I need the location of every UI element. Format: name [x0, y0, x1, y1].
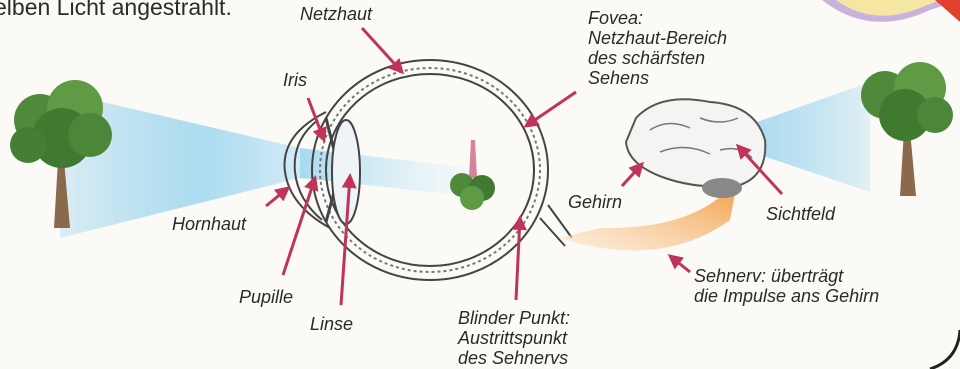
label-fovea-line-4: Sehens: [588, 68, 727, 88]
label-iris: Iris: [283, 70, 307, 90]
label-blinder-punkt-line-1: Blinder Punkt:: [458, 308, 570, 328]
label-fovea-line-2: Netzhaut-Bereich: [588, 28, 727, 48]
arrow-hornhaut: [266, 188, 288, 206]
label-netzhaut: Netzhaut: [300, 4, 372, 24]
label-fovea-line-3: des schärfsten: [588, 48, 727, 68]
label-fovea-line-1: Fovea:: [588, 8, 727, 28]
label-pupille: Pupille: [239, 287, 293, 307]
retina-inverted-tree-icon: [450, 140, 495, 210]
brain-icon: [626, 99, 765, 198]
arrow-iris: [308, 98, 324, 140]
label-linse: Linse: [310, 314, 353, 334]
label-blinder-punkt: Blinder Punkt: Austrittspunkt des Sehner…: [458, 308, 570, 368]
label-blinder-punkt-line-3: des Sehnervs: [458, 348, 570, 368]
tree-right-icon: [861, 62, 953, 196]
label-fovea: Fovea: Netzhaut-Bereich des schärfsten S…: [588, 8, 727, 88]
page-corner-curve: [930, 330, 960, 369]
arrow-fovea: [526, 92, 576, 126]
label-gehirn: Gehirn: [568, 192, 622, 212]
label-sehnerv-line-2: die Impulse ans Gehirn: [694, 286, 879, 306]
rainbow-lens-fragment: [822, 0, 960, 22]
label-sehnerv-line-1: Sehnerv: überträgt: [694, 266, 879, 286]
arrow-gehirn: [622, 164, 642, 186]
label-blinder-punkt-line-2: Austrittspunkt: [458, 328, 570, 348]
label-sichtfeld: Sichtfeld: [766, 204, 835, 224]
label-hornhaut: Hornhaut: [172, 214, 246, 234]
arrow-pupille: [283, 178, 315, 275]
arrow-sehnerv: [670, 256, 690, 272]
arrow-blinder-punkt: [516, 218, 520, 300]
label-sehnerv: Sehnerv: überträgt die Impulse ans Gehir…: [694, 266, 879, 306]
arrow-netzhaut: [362, 28, 402, 72]
